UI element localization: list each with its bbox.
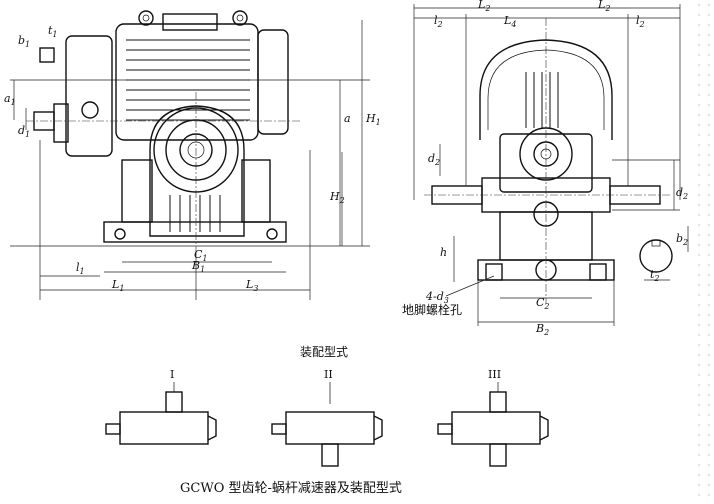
bolt-leader [445, 275, 495, 297]
side-view: l2 L2 L4 L2 l2 d2 d2 h 4-d3 地脚螺栓孔 C2 B2 … [402, 0, 689, 337]
assembly-label-iii: III [488, 368, 501, 381]
assembly-label-ii: II [324, 368, 333, 381]
body-iii [451, 411, 541, 445]
assembly-label-i: I [170, 368, 174, 381]
label-big-l2-left: L2 [477, 0, 490, 13]
housing-ribs [169, 195, 221, 232]
label-c2: C2 [536, 296, 550, 311]
shaft-end-section [39, 47, 55, 63]
label-big-l3: L3 [245, 278, 258, 293]
figure-caption: GCWO 型齿轮-蜗杆减速器及装配型式 [180, 480, 402, 496]
label-d1: d1 [18, 124, 30, 139]
label-b2-base: B2 [535, 322, 549, 337]
bolt-hole-note: 地脚螺栓孔 [402, 302, 462, 317]
assembly-type-iii: III [437, 368, 549, 467]
label-b1: b1 [18, 34, 30, 49]
label-bolt-count: 4-d3 [425, 290, 449, 305]
label-b1-base: B1 [191, 259, 205, 274]
label-l1: l1 [76, 261, 85, 276]
label-d2-right: d2 [676, 186, 688, 201]
label-h2: H2 [329, 190, 345, 205]
foot-bolt-right [266, 228, 278, 240]
assembly-title: 装配型式 [300, 345, 348, 359]
label-big-l1: L1 [111, 278, 124, 293]
foot-left [485, 263, 503, 281]
lifting-eye-left [138, 10, 154, 26]
gear-cover [65, 35, 113, 157]
worm-housing [149, 105, 245, 237]
label-t1: t1 [48, 24, 58, 39]
assembly-section: 装配型式 I II III [105, 345, 549, 467]
shaft-up-iii [489, 391, 507, 413]
label-big-l2-right: L2 [597, 0, 610, 13]
label-a: a [344, 112, 351, 125]
shaft-side-iii [437, 423, 453, 435]
cover-boss [81, 101, 99, 119]
label-l2-left: l2 [434, 14, 443, 29]
shaft-down-ii [321, 443, 339, 467]
label-h: h [440, 246, 447, 259]
label-big-l4: L4 [503, 14, 516, 29]
label-l2-right: l2 [636, 14, 645, 29]
page-edge-texture [694, 0, 714, 500]
label-c1: C1 [194, 248, 208, 263]
right-support [241, 159, 271, 223]
assembly-type-i: I [105, 368, 217, 445]
left-support [121, 159, 153, 223]
lifting-eye-right [232, 10, 248, 26]
shaft-side-ii [271, 423, 287, 435]
shaft-up-i [165, 391, 183, 413]
shaft-side-i [105, 423, 121, 435]
label-t2: t2 [650, 268, 660, 283]
label-d2-left: d2 [428, 152, 440, 167]
terminal-box [162, 13, 218, 31]
label-a1: a1 [4, 92, 16, 107]
base-plate [103, 221, 287, 243]
front-view: b1 t1 a1 d1 a H1 H2 C1 B1 l1 L1 L3 [4, 10, 381, 300]
shaft-down-iii [489, 443, 507, 467]
foot-right [589, 263, 607, 281]
side-ribs [525, 72, 559, 128]
body-ii [285, 411, 375, 445]
assembly-type-ii: II [271, 368, 383, 467]
label-h1: H1 [365, 112, 381, 127]
foot-bolt-left [114, 228, 126, 240]
shaft-key-section [639, 239, 673, 273]
label-b2-key: b2 [676, 232, 688, 247]
body-i [119, 411, 209, 445]
motor-end-cap [257, 29, 289, 135]
